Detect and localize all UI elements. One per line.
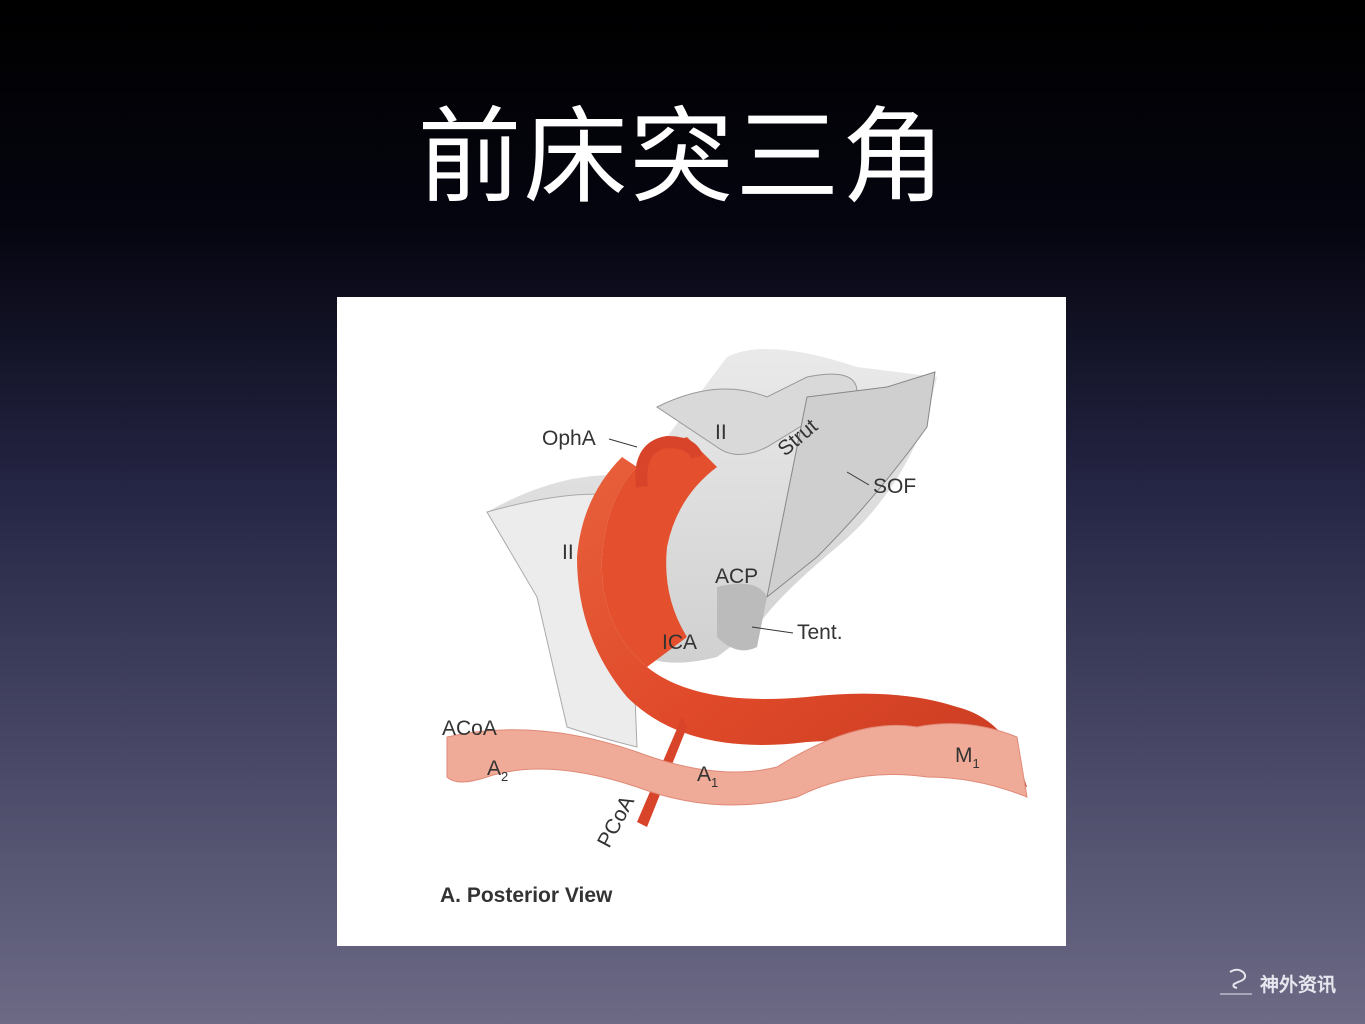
sof-region [766, 371, 936, 599]
label-ica: ICA [662, 631, 697, 654]
a1-m1-artery [446, 723, 1028, 806]
illustration-svg: OphA II Strut SOF II ACP ICA Tent. ACoA … [440, 349, 1028, 907]
opha-loop [635, 435, 703, 488]
tentorium [717, 583, 767, 651]
brain-logo-icon [1220, 968, 1252, 995]
label-pcoa: PCoA [593, 792, 639, 851]
label-optic-nerve-left: II [562, 541, 574, 564]
ica-upper [601, 437, 717, 667]
optic-nerve-top [656, 373, 858, 455]
label-sof: SOF [873, 475, 916, 498]
label-acp: ACP [715, 565, 758, 588]
figure-caption: A. Posterior View [440, 884, 613, 907]
watermark: 神外资讯 [1218, 968, 1336, 998]
label-acoa: ACoA [442, 717, 497, 740]
label-optic-nerve-top: II [715, 421, 727, 444]
label-m1: M1 [955, 744, 980, 771]
label-a1: A1 [697, 763, 718, 790]
anatomy-illustration: OphA II Strut SOF II ACP ICA Tent. ACoA … [337, 297, 1066, 946]
slide-title: 前床突三角 [417, 96, 948, 218]
label-tent: Tent. [797, 621, 843, 644]
label-opha: OphA [542, 427, 596, 450]
label-a2: A2 [487, 757, 508, 784]
ica-artery [577, 457, 1027, 787]
watermark-name: 神外资讯 [1260, 973, 1337, 996]
